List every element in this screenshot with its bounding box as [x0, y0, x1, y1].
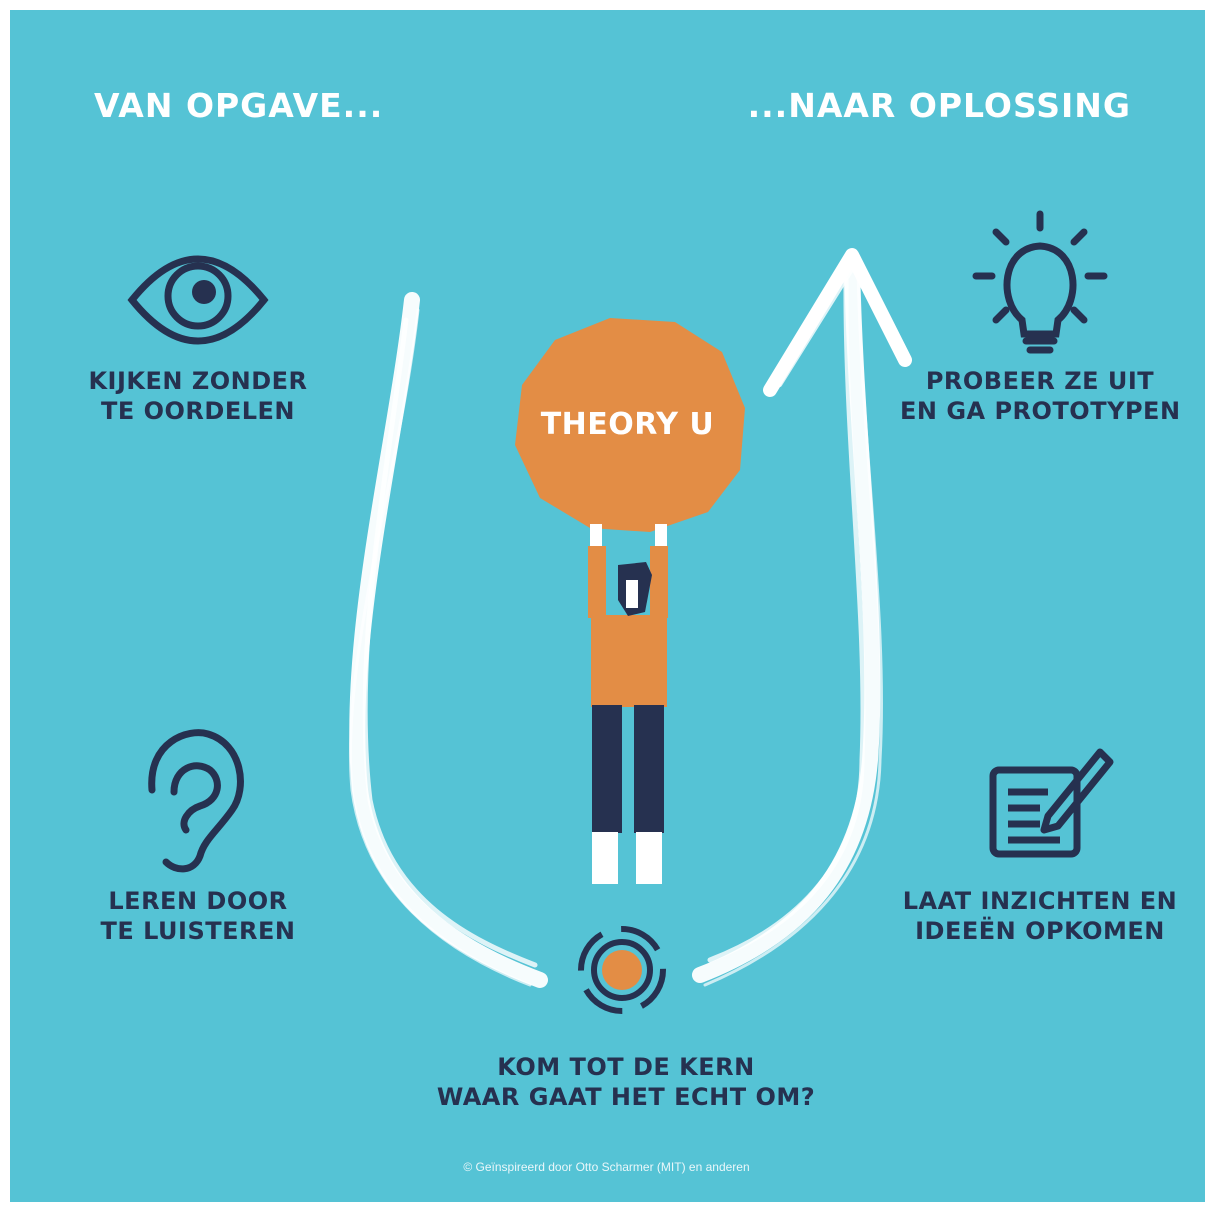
eye-icon: [127, 255, 269, 345]
theory-u-circle: [515, 318, 745, 532]
step-label-line: PROBEER ZE UIT: [925, 367, 1155, 395]
arrow-head: [763, 248, 912, 397]
step-label-core: KOM TOT DE KERN WAAR GAAT HET ECHT OM?: [420, 1052, 832, 1112]
step-label-listen: LEREN DOOR TE LUISTEREN: [78, 886, 318, 946]
step-label-prototype: PROBEER ZE UIT EN GA PROTOTYPEN: [900, 366, 1180, 426]
step-label-line: LAAT INZICHTEN EN: [902, 887, 1178, 915]
ear-icon: [148, 729, 244, 873]
step-label-line: KIJKEN ZONDER: [88, 367, 308, 395]
header-left: VAN OPGAVE...: [94, 86, 384, 125]
theory-u-title: THEORY U: [540, 407, 715, 442]
notepad-pencil-icon: [989, 748, 1114, 858]
step-label-line: KOM TOT DE KERN: [497, 1053, 755, 1081]
step-label-line: EN GA PROTOTYPEN: [900, 397, 1181, 425]
person-figure: [588, 524, 668, 884]
u-arrow: [348, 252, 884, 988]
step-label-line: IDEEËN OPKOMEN: [915, 917, 1165, 945]
step-label-line: TE OORDELEN: [101, 397, 295, 425]
step-label-observe: KIJKEN ZONDER TE OORDELEN: [78, 366, 318, 426]
header-right: ...NAAR OPLOSSING: [747, 86, 1131, 125]
credit-text: © Geïnspireerd door Otto Scharmer (MIT) …: [463, 1160, 750, 1174]
lightbulb-icon: [972, 210, 1108, 354]
step-label-line: WAAR GAAT HET ECHT OM?: [436, 1083, 816, 1111]
step-label-insights: LAAT INZICHTEN EN IDEEËN OPKOMEN: [900, 886, 1180, 946]
target-icon: [578, 926, 666, 1014]
step-label-line: LEREN DOOR: [108, 887, 288, 915]
step-label-line: TE LUISTEREN: [100, 917, 296, 945]
